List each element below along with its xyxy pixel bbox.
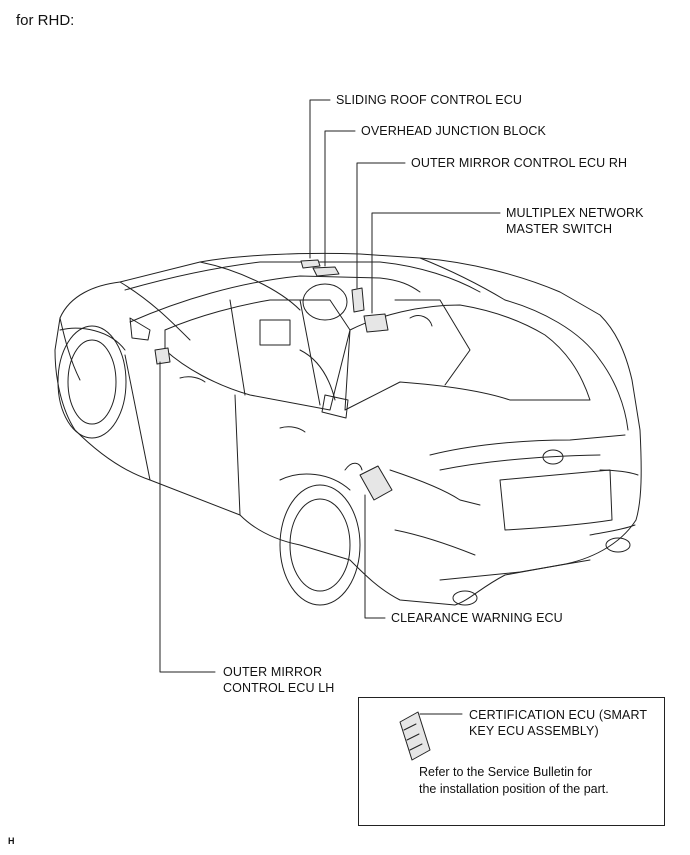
label-certification-line2: KEY ECU ASSEMBLY) (469, 724, 599, 738)
car-wheels (57, 325, 361, 606)
outer-mirror-lh-ecu-icon (154, 347, 171, 365)
label-multiplex-line2: MASTER SWITCH (506, 222, 613, 236)
label-overhead-junction-block: OVERHEAD JUNCTION BLOCK (361, 124, 546, 138)
note-box: CERTIFICATION ECU (SMART KEY ECU ASSEMBL… (358, 697, 665, 826)
label-multiplex-line1: MULTIPLEX NETWORK (506, 206, 644, 220)
leader-lines (159, 99, 501, 715)
car-body-outline (54, 252, 642, 606)
certification-ecu-icon (399, 711, 431, 761)
note-line1: Refer to the Service Bulletin for (419, 765, 592, 779)
car-interior (259, 283, 433, 419)
label-certification-line1: CERTIFICATION ECU (SMART (469, 708, 648, 722)
car-doors (124, 317, 363, 516)
label-outer-mirror-lh-line1: OUTER MIRROR (223, 665, 323, 679)
car-glass (124, 261, 591, 411)
page-caption: for RHD: (16, 12, 75, 29)
note-line2: the installation position of the part. (419, 782, 609, 796)
footer-code: H (8, 836, 15, 846)
sliding-roof-ecu-icon (300, 259, 321, 269)
label-outer-mirror-lh-line2: CONTROL ECU LH (223, 681, 335, 695)
label-clearance-warning-ecu: CLEARANCE WARNING ECU (391, 611, 563, 625)
clearance-warning-ecu-icon (359, 465, 393, 501)
label-outer-mirror-rh: OUTER MIRROR CONTROL ECU RH (411, 156, 628, 170)
outer-mirror-rh-ecu-icon (351, 287, 365, 313)
overhead-junction-block-icon (312, 266, 340, 277)
multiplex-switch-icon (363, 313, 389, 333)
car-rear (389, 434, 639, 606)
ecu-components (154, 259, 393, 501)
note-text: Refer to the Service Bulletin for the in… (419, 764, 609, 798)
label-sliding-roof-ecu: SLIDING ROOF CONTROL ECU (336, 93, 522, 107)
